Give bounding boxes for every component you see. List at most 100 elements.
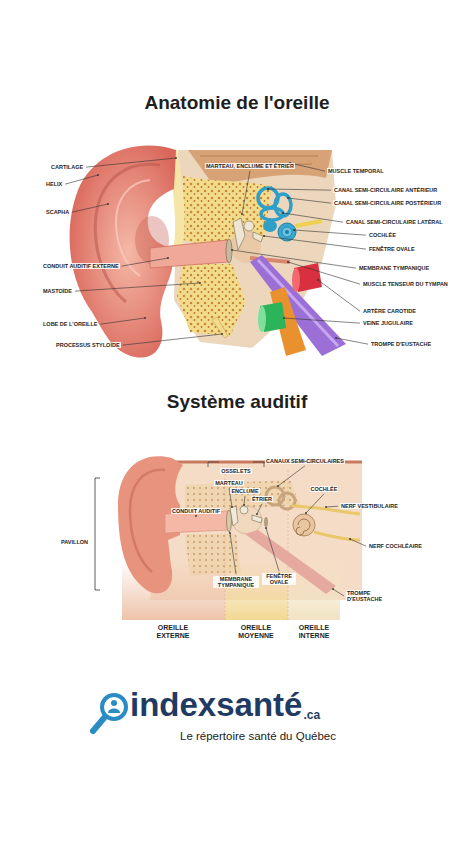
part-label: CANAUX SEMI-CIRCULAIRES	[265, 458, 345, 464]
part-label: SCAPHA	[45, 209, 70, 215]
leader-dot	[199, 282, 201, 284]
leader-dot	[349, 538, 351, 540]
part-label-box: CONDUIT AUDITIF	[171, 499, 221, 517]
middle-ear	[226, 218, 290, 263]
part-label: MEMBRANE TYMPANIQUE	[358, 265, 430, 271]
leader-line	[266, 528, 279, 571]
part-label-box: NERF VESTIBULAIRE	[340, 494, 399, 512]
leader-dot	[282, 212, 284, 214]
leader-dot	[243, 504, 245, 506]
part-label: ÉTRIER	[251, 496, 273, 502]
middle-ear	[244, 221, 254, 231]
leader-dot	[241, 213, 243, 215]
part-label-box: CARTILAGE	[50, 155, 84, 173]
part-label: COCHLÉE	[368, 232, 397, 238]
leader-line	[100, 318, 145, 324]
part-label-box: TROMPE D'EUSTACHE	[346, 587, 394, 605]
leader-line	[326, 506, 338, 508]
part-label-box: ÉTRIER	[251, 487, 273, 505]
inner-ear-bottom	[266, 487, 360, 540]
part-label-box: ARTÈRE CAROTIDE	[362, 299, 417, 317]
part-label-box: OREILLE INTERNE	[290, 624, 338, 642]
leader-dot	[283, 317, 285, 319]
jugular-vein	[258, 306, 266, 332]
part-label: CANAL SEMI-CIRCULAIRE POSTÉRIEUR	[333, 200, 442, 206]
part-label: CANAL SEMI-CIRCULAIRE ANTÉRIEUR	[333, 187, 438, 193]
inner-ear	[282, 227, 292, 237]
part-label-box: FENÊTRE OVALE	[368, 237, 416, 255]
part-label-box: TROMPE D'EUSTACHE	[370, 332, 432, 350]
leader-dot	[265, 527, 267, 529]
inner-ear	[258, 188, 322, 241]
part-label: VEINE JUGULAIRE	[362, 320, 414, 326]
part-label: ENCLUME	[230, 488, 259, 494]
part-label-box: CANAL SEMI-CIRCULAIRE POSTÉRIEUR	[333, 191, 442, 209]
part-label: CANAL SEMI-CIRCULAIRE LATÉRAL	[345, 219, 444, 225]
inner-ear-bottom	[296, 519, 310, 535]
temporal-bone	[183, 176, 272, 244]
leader-dot	[221, 333, 223, 335]
part-label-box: MARTEAU	[214, 471, 244, 489]
leader-line	[288, 198, 331, 203]
part-label-box: MASTOÏDE	[42, 279, 73, 297]
part-label: OREILLE MOYENNE	[232, 624, 280, 640]
part-label-box: MEMBRANE TYMPANIQUE	[213, 573, 259, 591]
leader-dot	[287, 197, 289, 199]
part-label-box: SCAPHA	[45, 200, 70, 218]
part-label: MASTOÏDE	[42, 288, 73, 294]
part-label: FENÊTRE OVALE	[262, 573, 296, 586]
title-box: Anatomie de l'oreille	[144, 92, 329, 114]
part-label-box: CANAL SEMI-CIRCULAIRE LATÉRAL	[345, 210, 444, 228]
inner-ear-bottom	[293, 514, 315, 536]
leader-line	[195, 515, 196, 516]
brackets	[95, 462, 264, 590]
leader-line	[350, 539, 366, 546]
part-label: OREILLE INTERNE	[290, 624, 338, 640]
leader-line	[230, 533, 236, 574]
part-label-box: PAVILLON	[60, 530, 89, 548]
tagline-box: Le répertoire santé du Québec	[180, 726, 336, 744]
leader-dot	[107, 203, 109, 205]
logo-icon	[102, 695, 126, 719]
inner-ear	[295, 221, 322, 226]
leader-dot	[256, 513, 258, 515]
part-label-box: COCHLÉE	[368, 223, 397, 241]
part-label-box: COCHLÉE	[310, 477, 339, 495]
leader-line	[336, 338, 368, 344]
leader-line	[306, 494, 324, 513]
ossicles	[240, 506, 248, 514]
leader-dot	[317, 279, 319, 281]
ossicles	[252, 515, 262, 523]
part-label: MEMBRANE TYMPANIQUE	[213, 576, 259, 589]
leader-dot	[277, 485, 279, 487]
leader-line	[72, 204, 108, 212]
leader-dot	[332, 588, 334, 590]
leader-line	[284, 318, 360, 323]
part-label-box: FENÊTRE OVALE	[262, 570, 296, 588]
middle-ear	[253, 232, 263, 242]
inner-ear	[263, 220, 277, 232]
leader-dot	[195, 515, 197, 517]
carotid-artery	[292, 268, 300, 292]
part-label-box: MEMBRANE TYMPANIQUE	[358, 256, 430, 274]
pinna	[130, 470, 165, 572]
part-label-box: CANAUX SEMI-CIRCULAIRES	[265, 449, 345, 467]
carotid-artery	[292, 263, 322, 292]
logo-icon	[93, 695, 126, 731]
leader-line	[232, 250, 356, 268]
part-label: FENÊTRE OVALE	[368, 246, 416, 252]
leader-line	[264, 236, 366, 249]
title: Anatomie de l'oreille	[144, 92, 329, 114]
part-label: TROMPE D'EUSTACHE	[370, 341, 432, 347]
part-label-box: CANAL SEMI-CIRCULAIRE ANTÉRIEUR	[333, 178, 438, 196]
brand-name-box: indexsanté	[130, 686, 302, 724]
part-label: MARTEAU, ENCLUME ET ÉTRIER	[205, 163, 295, 169]
part-label-box: MARTEAU, ENCLUME ET ÉTRIER	[205, 154, 295, 172]
part-label: MARTEAU	[214, 480, 244, 486]
section-heading: Système auditif	[167, 391, 307, 413]
eustachian-tube	[250, 255, 346, 356]
leader-dot	[167, 257, 169, 259]
ossicles	[230, 506, 268, 534]
